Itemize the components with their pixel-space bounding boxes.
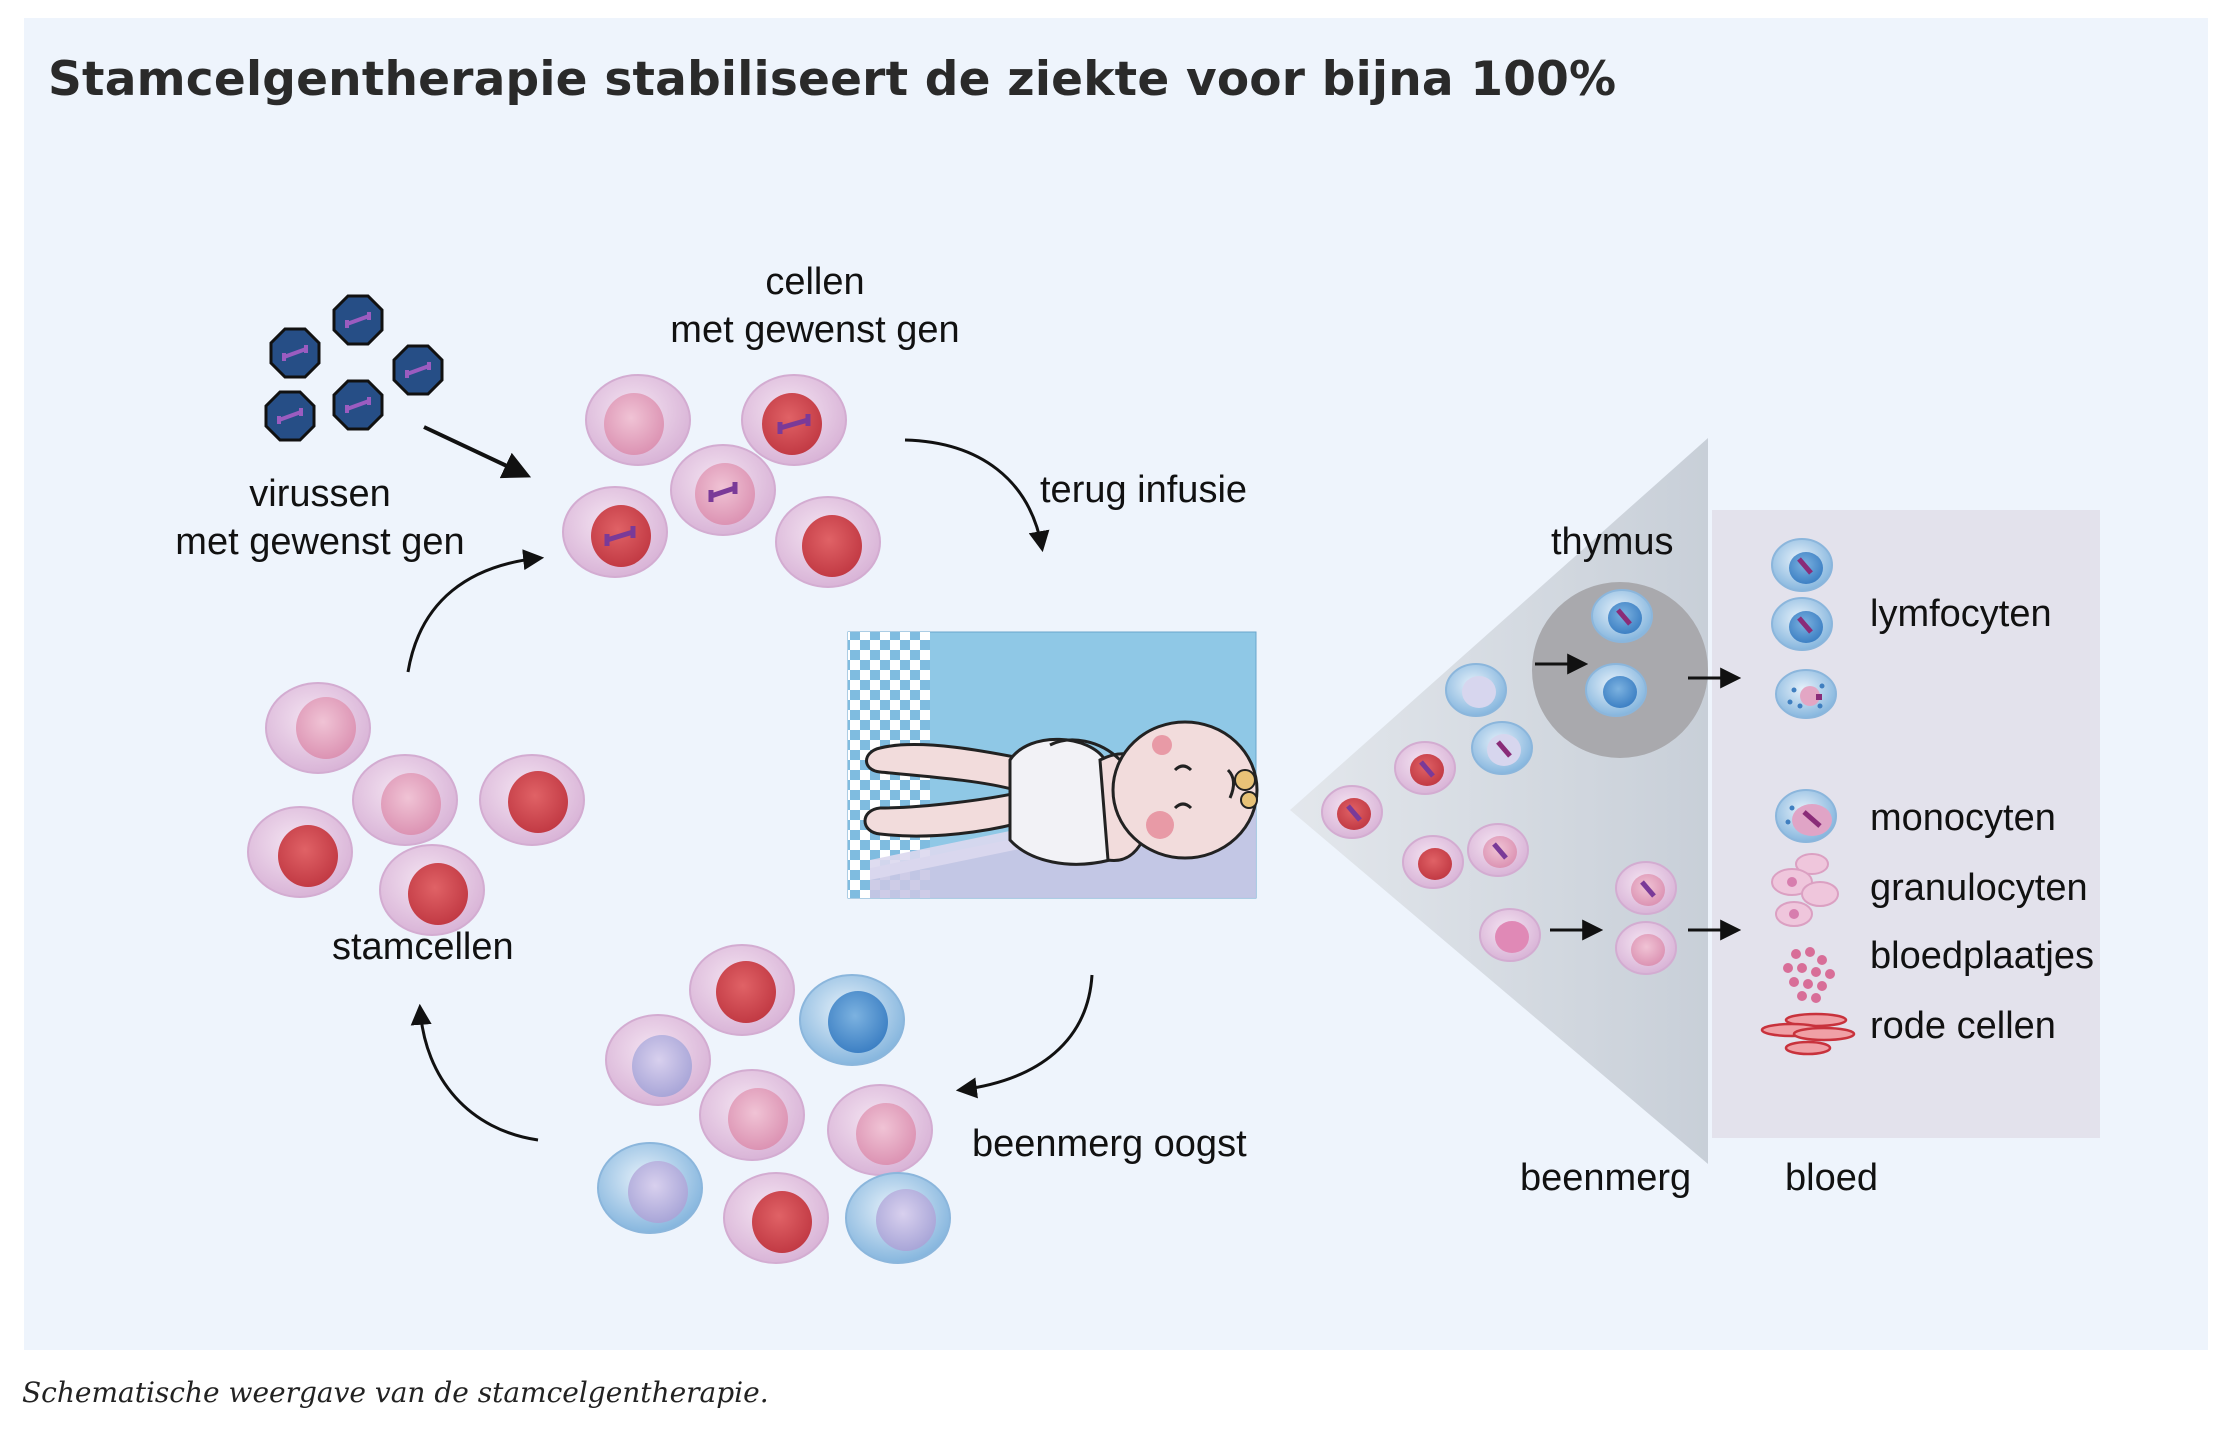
lymphocyte-icon <box>1445 663 1507 717</box>
stem-cell-icon <box>1394 741 1456 795</box>
label-stamcellen: stamcellen <box>332 926 514 968</box>
label-terug-infusie: terug infusie <box>1040 469 1248 511</box>
stem-cell-icon <box>1467 823 1529 877</box>
stem-cell-icon <box>585 374 691 466</box>
stem-cell-icon <box>352 754 458 846</box>
stem-cell-icon <box>799 974 905 1066</box>
page-title: Stamcelgentherapie stabiliseert de ziekt… <box>48 52 1617 107</box>
lymphocyte-icon <box>1775 669 1837 719</box>
label-lymfocyten: lymfocyten <box>1870 593 2052 635</box>
arrow-beenmerg-oogst <box>955 974 1094 1099</box>
virus-group <box>264 294 444 442</box>
virus-icon <box>332 294 384 346</box>
arrow-to-gene-cells <box>406 549 545 673</box>
label-cellen-line2: met gewenst gen <box>670 309 960 351</box>
stem-cell-icon <box>562 486 668 578</box>
cycle-arrows <box>406 425 1094 1142</box>
stem-cell-icon <box>775 496 881 588</box>
stem-cell-icon <box>741 374 847 466</box>
stem-cell-icon <box>845 1172 951 1264</box>
lymphocyte-icon <box>1771 538 1833 592</box>
lymphocyte-icon <box>1591 589 1653 643</box>
arrow-to-stamcellen <box>410 1003 539 1142</box>
label-granulocyten: granulocyten <box>1870 867 2088 909</box>
figure-caption: Schematische weergave van de stamcelgent… <box>22 1376 769 1409</box>
monocyte-icon <box>1775 789 1837 843</box>
stem-cell-icon <box>670 444 776 536</box>
arrow-terug-infusie <box>904 438 1050 553</box>
red-blood-cell-icon <box>1760 1012 1856 1056</box>
stem-cell-cluster <box>247 682 585 936</box>
arrow-viruses-to-cells <box>423 425 532 479</box>
stem-cell-icon <box>1321 785 1383 839</box>
stem-cell-icon <box>1615 861 1677 915</box>
stem-cell-icon <box>1615 921 1677 975</box>
label-beenmerg-oogst: beenmerg oogst <box>972 1123 1247 1165</box>
blood-cells <box>1760 538 1856 1056</box>
label-cellen-line1: cellen <box>765 261 865 303</box>
label-virussen-line1: virussen <box>249 473 391 515</box>
label-thymus: thymus <box>1551 521 1674 563</box>
stem-cell-icon <box>605 1014 711 1106</box>
lymphocyte-icon <box>1585 663 1647 717</box>
label-beenmerg: beenmerg <box>1520 1157 1692 1199</box>
virus-icon <box>264 390 316 442</box>
label-monocyten: monocyten <box>1870 797 2056 839</box>
baby-illustration <box>847 631 1259 899</box>
stem-cell-icon <box>265 682 371 774</box>
lymphocyte-icon <box>1771 597 1833 651</box>
virus-icon <box>332 379 384 431</box>
granulocyte-icon <box>1771 853 1839 927</box>
label-virussen-line2: met gewenst gen <box>175 521 465 563</box>
stem-cell-icon <box>689 944 795 1036</box>
label-cellen-met-gewenst-gen: cellen met gewenst gen <box>640 258 990 354</box>
label-bloed: bloed <box>1785 1157 1878 1199</box>
virus-icon <box>269 327 321 379</box>
stem-cell-icon <box>379 844 485 936</box>
stem-cell-icon <box>1402 835 1464 889</box>
maturation-arrows <box>1535 653 1742 941</box>
stem-cell-icon <box>827 1084 933 1176</box>
lymphocyte-icon <box>1471 721 1533 775</box>
platelet-icon <box>1783 947 1835 1003</box>
bone-marrow-harvest-cluster <box>597 944 951 1264</box>
stem-cell-icon <box>247 806 353 898</box>
bone-marrow-cells <box>1321 663 1677 975</box>
stem-cell-icon <box>1479 908 1541 962</box>
stem-cell-icon <box>723 1172 829 1264</box>
stem-cell-icon <box>479 754 585 846</box>
gene-modified-cell-cluster <box>562 374 881 588</box>
virus-icon <box>392 344 444 396</box>
label-bloedplaatjes: bloedplaatjes <box>1870 935 2094 977</box>
thymus-cells <box>1585 589 1653 717</box>
label-rode-cellen: rode cellen <box>1870 1005 2056 1047</box>
stem-cell-icon <box>597 1142 703 1234</box>
label-virussen-met-gewenst-gen: virussen met gewenst gen <box>145 470 495 566</box>
stem-cell-icon <box>699 1069 805 1161</box>
